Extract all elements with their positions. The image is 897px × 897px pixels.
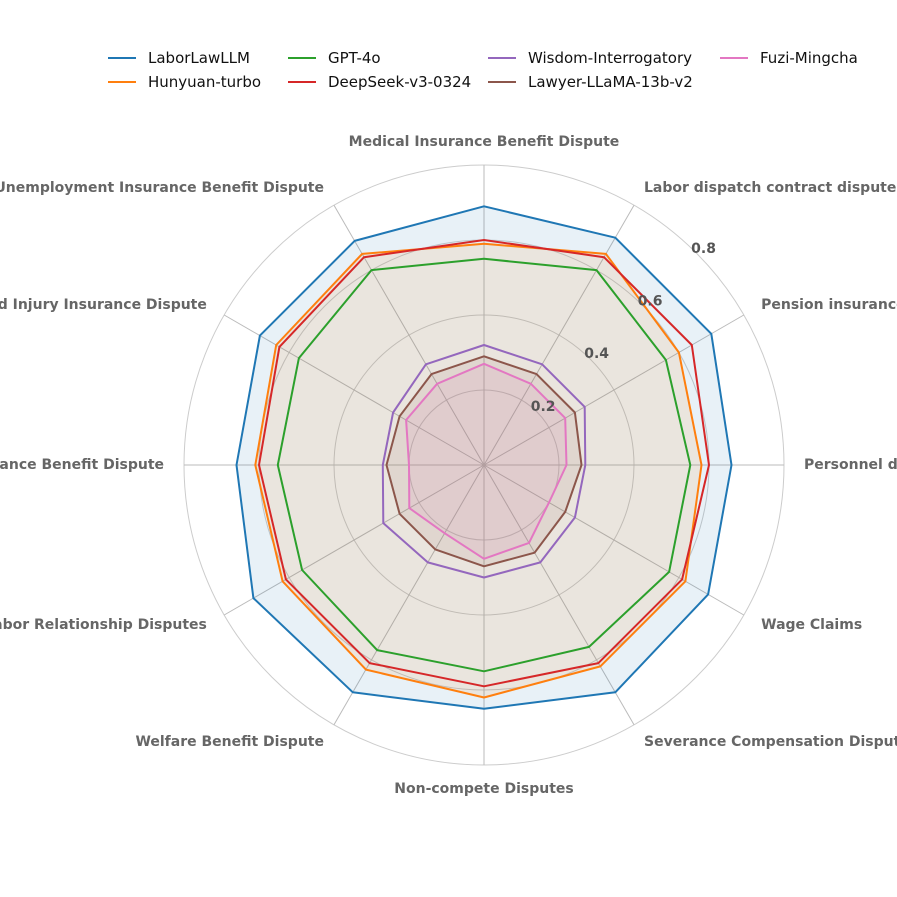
legend-item-hunyuan-turbo: Hunyuan-turbo (108, 72, 288, 92)
spoke-8 (333, 464, 485, 726)
series-deepseek-v3-0324 (258, 239, 710, 688)
spoke-6 (483, 464, 635, 726)
category-label: Pension insurance benefit dispute (761, 297, 897, 313)
legend-label: LaborLawLLM (148, 49, 250, 67)
radial-tick-label: 0.6 (638, 294, 663, 310)
series-wisdom-interrogatory (381, 344, 587, 579)
legend-swatch (108, 81, 136, 83)
category-label: Non-compete Disputes (394, 781, 573, 797)
legend-label: DeepSeek-v3-0324 (328, 73, 472, 91)
legend-item-deepseek-v3-0324: DeepSeek-v3-0324 (288, 72, 488, 92)
category-label: Personnel disputes (804, 457, 897, 473)
legend-item-lawyer-llama-13b-v2: Lawyer-LLaMA-13b-v2 (488, 72, 720, 92)
spoke-2 (483, 204, 635, 466)
legend-label: Lawyer-LLaMA-13b-v2 (528, 73, 693, 91)
legend-item-wisdom-interrogatory: Wisdom-Interrogatory (488, 48, 720, 68)
legend-swatch (108, 57, 136, 59)
legend-label: Hunyuan-turbo (148, 73, 262, 91)
category-label: Welfare Benefit Dispute (135, 734, 324, 750)
radial-tick-label: 0.8 (691, 241, 716, 257)
category-label: Wage Claims (761, 617, 862, 633)
legend-swatch (488, 57, 516, 59)
category-label: Labor dispatch contract disputes (644, 180, 897, 196)
series-hunyuan-turbo (254, 242, 703, 699)
legend-swatch (288, 81, 316, 83)
legend-label: Wisdom-Interrogatory (528, 49, 692, 67)
legend-swatch (720, 57, 748, 59)
category-label: Severance Compensation Disputes (644, 734, 897, 750)
legend-label: GPT-4o (328, 49, 381, 67)
radial-tick-label: 0.4 (584, 346, 609, 362)
radial-tick-label: 0.2 (531, 399, 556, 415)
spoke-11 (223, 314, 485, 466)
spoke-5 (483, 464, 745, 616)
category-label: Medical Insurance Benefit Dispute (349, 134, 620, 150)
series-gpt-4o (276, 257, 692, 673)
legend: LaborLawLLM GPT-4o Wisdom-Interrogatory … (108, 48, 880, 92)
legend-item-laborlawllm: LaborLawLLM (108, 48, 288, 68)
legend-label: Fuzi-Mingcha (760, 49, 858, 67)
series-lawyer-llama-13b-v2 (385, 355, 583, 568)
category-label: Confirmation of Labor Relationship Dispu… (0, 617, 207, 633)
spoke-12 (333, 204, 485, 466)
category-label: Work-related Injury Insurance Dispute (0, 297, 207, 313)
category-label: Unemployment Insurance Benefit Dispute (0, 180, 324, 196)
legend-item-gpt-4o: GPT-4o (288, 48, 488, 68)
spoke-9 (223, 464, 485, 616)
legend-item-fuzi-mingcha: Fuzi-Mingcha (720, 48, 880, 68)
legend-swatch (288, 57, 316, 59)
series-fuzi-mingcha (405, 362, 568, 560)
category-label: Maternity Insurance Benefit Dispute (0, 457, 164, 473)
spoke-3 (483, 314, 745, 466)
series-laborlawllm (235, 205, 733, 710)
legend-swatch (488, 81, 516, 83)
